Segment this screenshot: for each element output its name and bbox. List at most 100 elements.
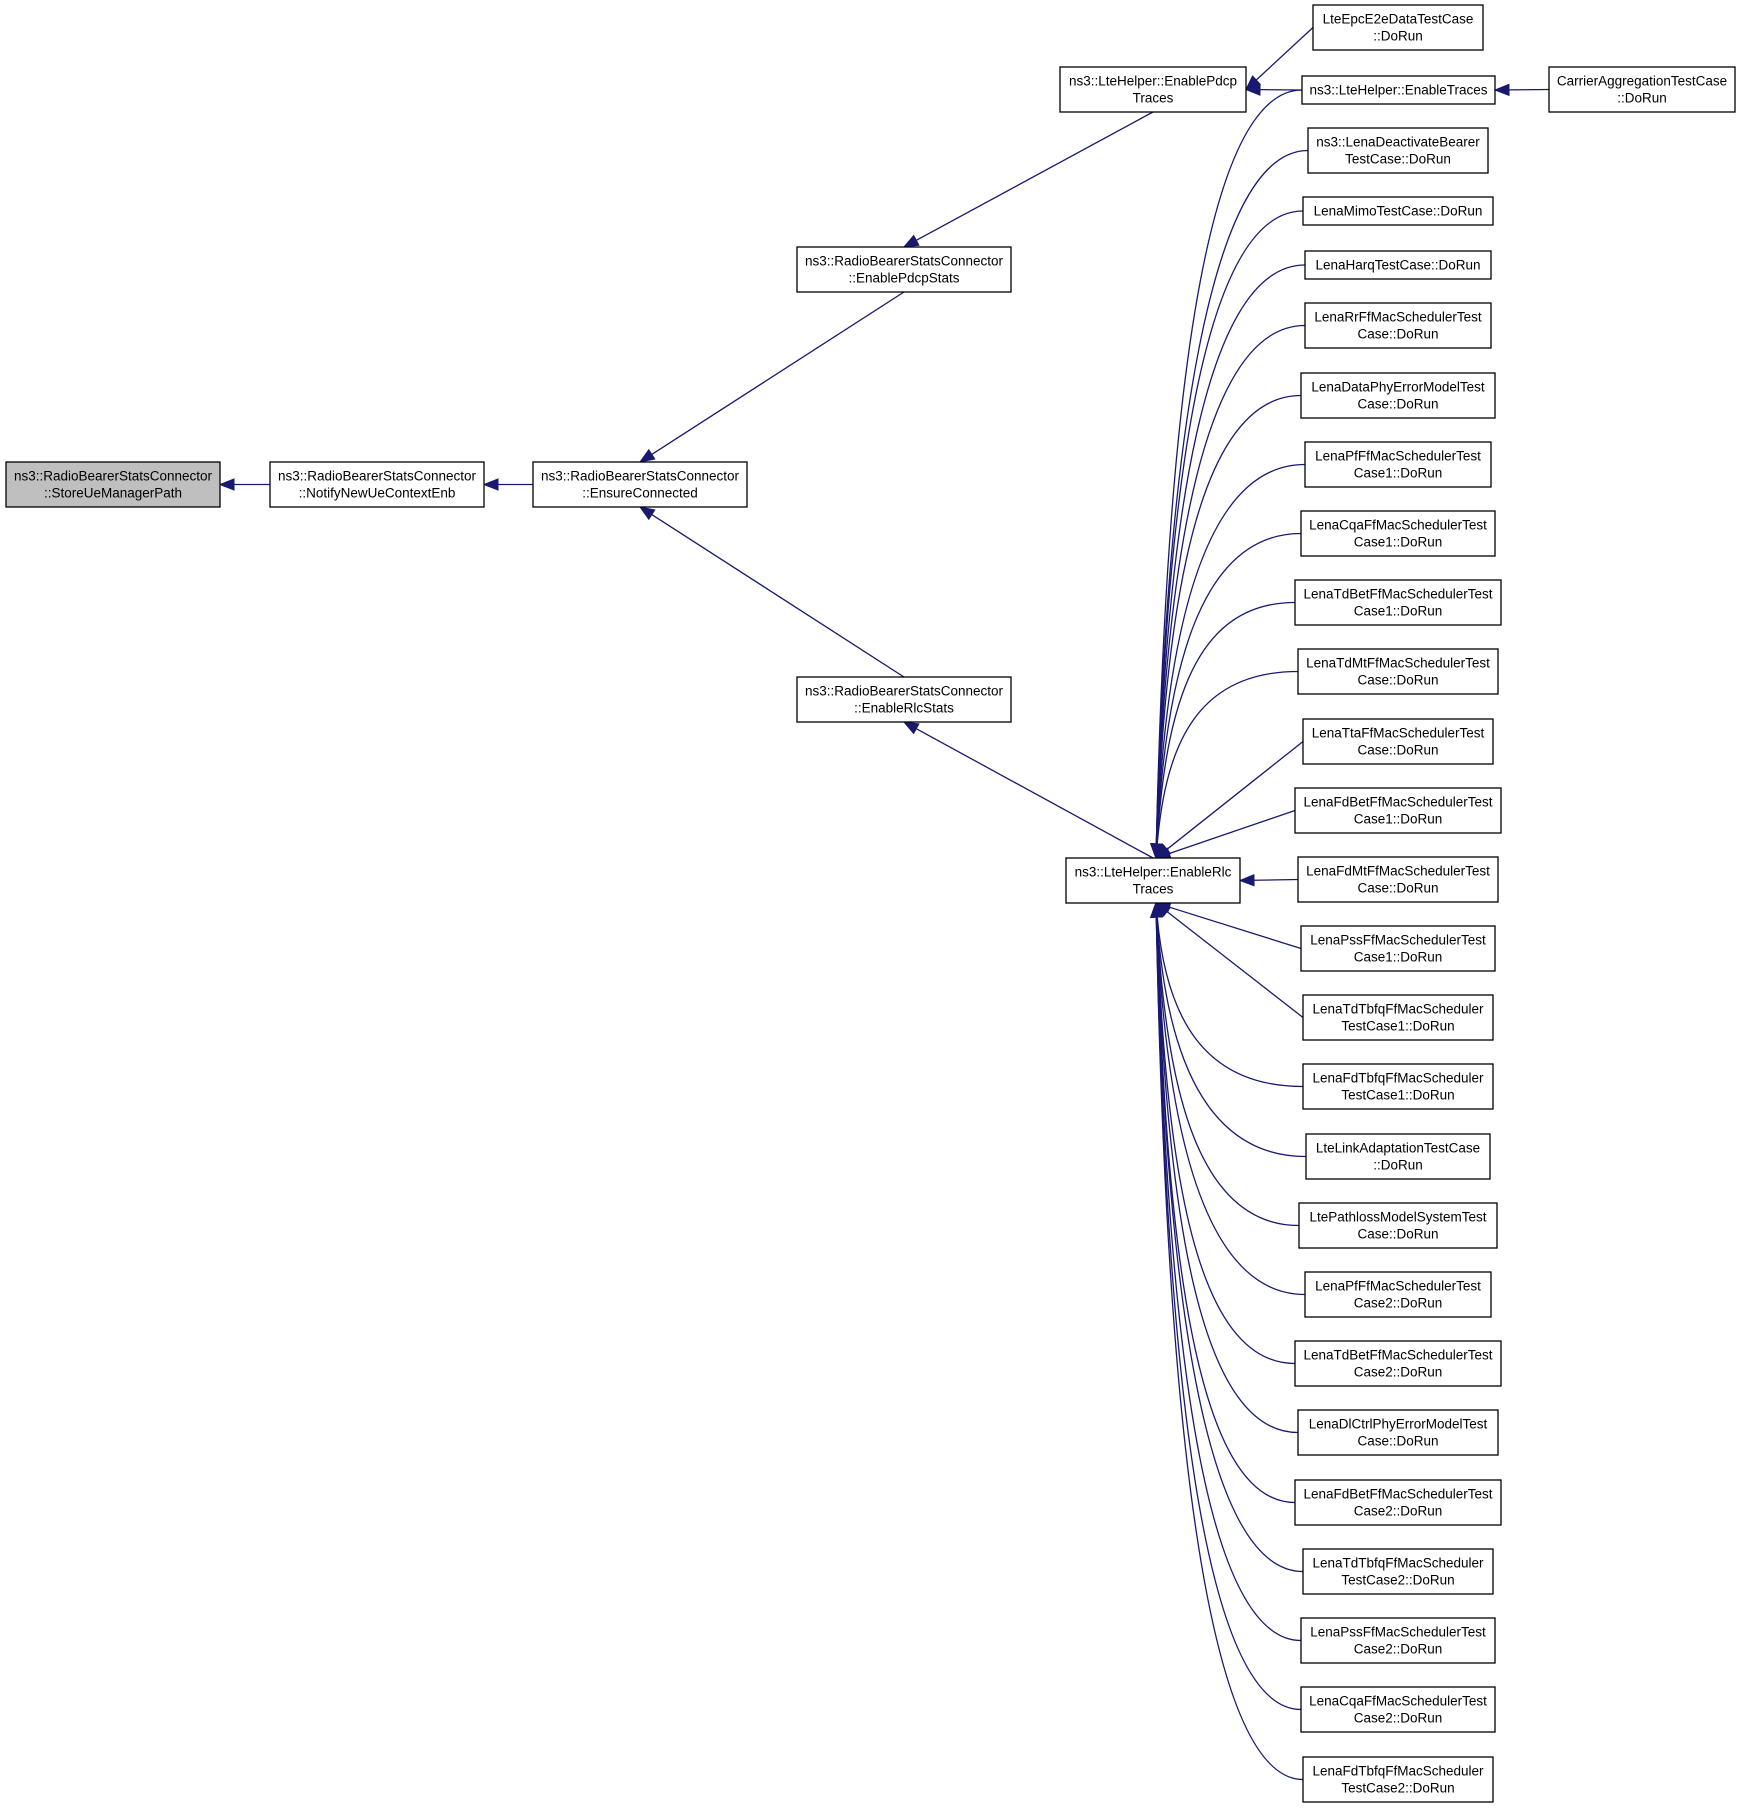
node-lte-epc-e2e[interactable]: LteEpcE2eDataTestCase::DoRun [1312, 4, 1484, 51]
node-box[interactable] [1300, 925, 1496, 972]
arrowhead-enable_rlc_traces-to-enable_rlc_stats [902, 721, 920, 735]
node-box[interactable] [1297, 648, 1499, 695]
node-box[interactable] [1302, 718, 1494, 765]
node-label-line: ns3::RadioBearerStatsConnector [14, 469, 213, 484]
node-enable-rlc-stats[interactable]: ns3::RadioBearerStatsConnector::EnableRl… [796, 676, 1012, 723]
node-label-line: Case2::DoRun [1354, 1365, 1443, 1380]
node-box[interactable] [1302, 1548, 1494, 1595]
node-label-line: Case1::DoRun [1354, 604, 1443, 619]
node-box[interactable] [1297, 1409, 1499, 1456]
node-lena-mimo[interactable]: LenaMimoTestCase::DoRun [1302, 196, 1494, 226]
edge-lena_td_bet_2-to-enable_rlc_traces [1155, 916, 1296, 1365]
node-label-line: ns3::LteHelper::EnablePdcp [1069, 74, 1237, 89]
node-box[interactable] [1302, 196, 1494, 226]
edge-lena_tta-to-enable_rlc_traces [1166, 740, 1304, 850]
node-label-line: LenaFdMtFfMacSchedulerTest [1306, 864, 1490, 879]
node-box[interactable] [1302, 994, 1494, 1041]
node-box[interactable] [1312, 4, 1484, 51]
node-label-line: LenaTdBetFfMacSchedulerTest [1303, 587, 1492, 602]
node-box[interactable] [532, 461, 748, 508]
node-label-line: Case::DoRun [1357, 673, 1438, 688]
node-box[interactable] [1304, 1271, 1492, 1318]
node-box[interactable] [1302, 1063, 1494, 1110]
edge-lena_fd_bet_1-to-enable_rlc_traces [1169, 809, 1296, 855]
node-label-line: LenaCqaFfMacSchedulerTest [1309, 1694, 1487, 1709]
node-box[interactable] [1294, 579, 1502, 626]
nodes-layer: ns3::RadioBearerStatsConnector::StoreUeM… [5, 4, 1736, 1803]
node-notify-new-ue-context-enb[interactable]: ns3::RadioBearerStatsConnector::NotifyNe… [269, 461, 485, 508]
node-box[interactable] [1304, 250, 1492, 280]
node-enable-traces[interactable]: ns3::LteHelper::EnableTraces [1301, 75, 1496, 105]
node-box[interactable] [1300, 1617, 1496, 1664]
node-box[interactable] [1297, 856, 1499, 903]
edge-lena_td_bet_1-to-enable_rlc_traces [1156, 601, 1296, 845]
node-box[interactable] [1300, 1686, 1496, 1733]
node-box[interactable] [1302, 1756, 1494, 1803]
node-label-line: LenaFdBetFfMacSchedulerTest [1303, 795, 1492, 810]
edge-lena_td_tbfq_2-to-enable_rlc_traces [1155, 916, 1304, 1573]
node-box[interactable] [1304, 302, 1492, 349]
node-store-ue-manager-path[interactable]: ns3::RadioBearerStatsConnector::StoreUeM… [5, 461, 221, 508]
node-box[interactable] [796, 246, 1012, 293]
node-label-line: ns3::LteHelper::EnableRlc [1075, 865, 1232, 880]
node-box[interactable] [1294, 1479, 1502, 1526]
node-label-line: LteEpcE2eDataTestCase [1323, 12, 1474, 27]
node-box[interactable] [1305, 1133, 1491, 1180]
node-lena-harq[interactable]: LenaHarqTestCase::DoRun [1304, 250, 1492, 280]
node-box[interactable] [1304, 441, 1492, 488]
node-box[interactable] [5, 461, 221, 508]
edge-lena_mimo-to-enable_rlc_traces [1155, 210, 1304, 845]
node-label-line: LenaTdTbfqFfMacScheduler [1312, 1002, 1484, 1017]
node-box[interactable] [1298, 1202, 1498, 1249]
node-box[interactable] [796, 676, 1012, 723]
node-label-line: Traces [1133, 882, 1174, 897]
arrowhead-enable_traces-to-enable_pdcp_traces [1244, 83, 1261, 96]
node-label-line: LenaDlCtrlPhyErrorModelTest [1309, 1417, 1488, 1432]
node-box[interactable] [1307, 127, 1489, 174]
node-label-line: LenaCqaFfMacSchedulerTest [1309, 518, 1487, 533]
node-box[interactable] [1065, 857, 1241, 904]
edge-lena_data_phy_error-to-enable_rlc_traces [1155, 394, 1302, 845]
node-label-line: Case2::DoRun [1354, 1711, 1443, 1726]
node-box[interactable] [1548, 66, 1736, 113]
node-box[interactable] [1059, 66, 1247, 113]
node-lte-link-adaptation[interactable]: LteLinkAdaptationTestCase::DoRun [1305, 1133, 1491, 1180]
node-box[interactable] [1301, 75, 1496, 105]
arrowhead-enable_pdcp_traces-to-enable_pdcp_stats [902, 234, 920, 248]
node-label-line: ::StoreUeManagerPath [44, 486, 182, 501]
node-box[interactable] [269, 461, 485, 508]
node-box[interactable] [1294, 787, 1502, 834]
node-box[interactable] [1300, 510, 1496, 557]
node-label-line: Case2::DoRun [1354, 1504, 1443, 1519]
node-ensure-connected[interactable]: ns3::RadioBearerStatsConnector::EnsureCo… [532, 461, 748, 508]
node-carrier-aggregation[interactable]: CarrierAggregationTestCase::DoRun [1548, 66, 1736, 113]
node-label-line: ::EnsureConnected [582, 486, 698, 501]
node-box[interactable] [1294, 1340, 1502, 1387]
node-enable-pdcp-stats[interactable]: ns3::RadioBearerStatsConnector::EnablePd… [796, 246, 1012, 293]
node-box[interactable] [1300, 372, 1496, 419]
